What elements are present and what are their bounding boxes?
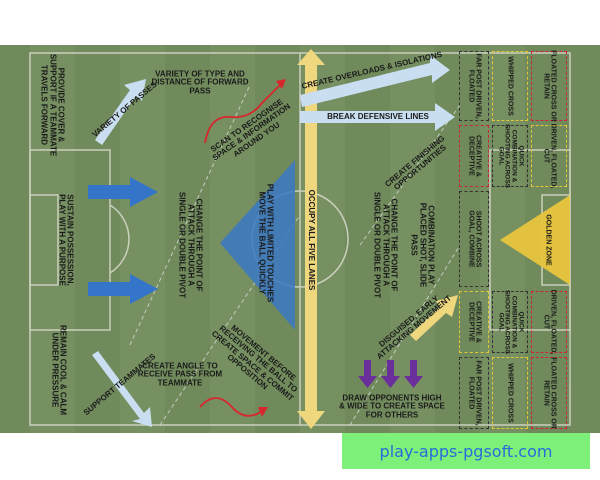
zone-label-quick-top: QUICK COMBINATION & SHOOTING ACROSS GOAL [497,123,525,189]
zone-label-far-post-bot: FAR POST DRIVEN, FLOATED [467,360,482,426]
zone-label-far-post-top: FAR POST DRIVEN, FLOATED [467,53,482,119]
zone-floated-bot [531,357,567,429]
zone-label-driven-bot: DRIVEN, FLOATED, CUT [542,289,557,355]
light-blue-arrows [92,55,455,427]
zone-floated-top [531,51,567,121]
zone-creative-bot [459,291,489,353]
zone-label-whipped-bot: WHIPPED CROSS [506,363,514,423]
label-break-lines: BREAK DEFENSIVE LINES [327,111,429,121]
red-forward-pass-line [204,84,281,144]
label-draw-opponents: DRAW OPPONENTS HIGH & WIDE TO CREATE SPA… [339,393,445,420]
label-change-point-1: CHANGE THE POINT OF ATTACK THROUGH A SIN… [177,191,204,299]
purple-arrows [358,360,423,388]
zone-far-post-top [459,51,489,121]
zone-label-driven-top: DRIVEN, FLOATED, CUT [542,123,557,189]
zone-quick-top [492,125,528,187]
blue-forward-arrows [88,177,158,304]
label-remain-cool: REMAIN COOL & CALM UNDER PRESSURE [50,324,68,416]
label-provide-cover: PROVIDE COVER & SUPPORT IF A TEAMMATE TR… [39,53,66,157]
occupy-lanes-arrow [297,49,325,429]
zone-label-quick-bot: QUICK COMBINATION & SHOOTING ACROSS GOAL [497,289,525,355]
label-create-angle: CREATE ANGLE TO RECEIVE PASS FROM TEAMMA… [137,361,223,388]
watermark-banner: play-apps-pgsoft.com [342,433,590,469]
label-occupy: OCCUPY ALL FIVE LANES [307,189,317,291]
tactics-pitch: PROVIDE COVER & SUPPORT IF A TEAMMATE TR… [0,45,600,433]
zone-label-floated-top: FLOATED CROSS OR RETAIN [542,50,557,122]
zone-whipped-bot [492,357,528,429]
golden-zone-triangle [500,195,570,285]
zone-far-post-bot [459,357,489,429]
zone-creative-top [459,125,489,187]
pitch-graphics [0,45,600,433]
zone-driven-top [531,125,567,187]
red-receive-line [199,397,263,417]
zone-label-creative-top: CREATIVE & DECEPTIVE [467,135,482,177]
label-combination-play: COMBINATION PLAY PLACED SHOT, SLIDE PASS [409,202,436,288]
zone-whipped-top [492,51,528,121]
label-play-limited: PLAY WITH LIMITED TOUCHES MOVE THE BALL … [257,183,275,303]
disguised-run-arrow [410,295,458,341]
label-sustain: SUSTAIN POSSESSION, PLAY WITH A PURPOSE [57,194,75,286]
watermark-text: play-apps-pgsoft.com [379,441,553,461]
label-variety-type: VARIETY OF TYPE AND DISTANCE OF FORWARD … [151,69,249,96]
zone-shoot-across [459,191,489,287]
zone-quick-bot [492,291,528,353]
press-triangle [220,160,295,330]
zone-label-floated-bot: FLOATED CROSS OR RETAIN [542,357,557,429]
zone-label-shoot-across: SHOOT ACROSS GOAL, COMBINE [467,210,482,268]
zone-label-golden: GOLDEN ZONE [544,214,552,266]
label-change-point-2: CHANGE THE POINT OF ATTACK THROUGH A SIN… [372,191,399,299]
zone-driven-bot [531,291,567,353]
zone-label-creative-bot: CREATIVE & DECEPTIVE [467,301,482,343]
zone-label-whipped-top: WHIPPED CROSS [506,56,514,116]
